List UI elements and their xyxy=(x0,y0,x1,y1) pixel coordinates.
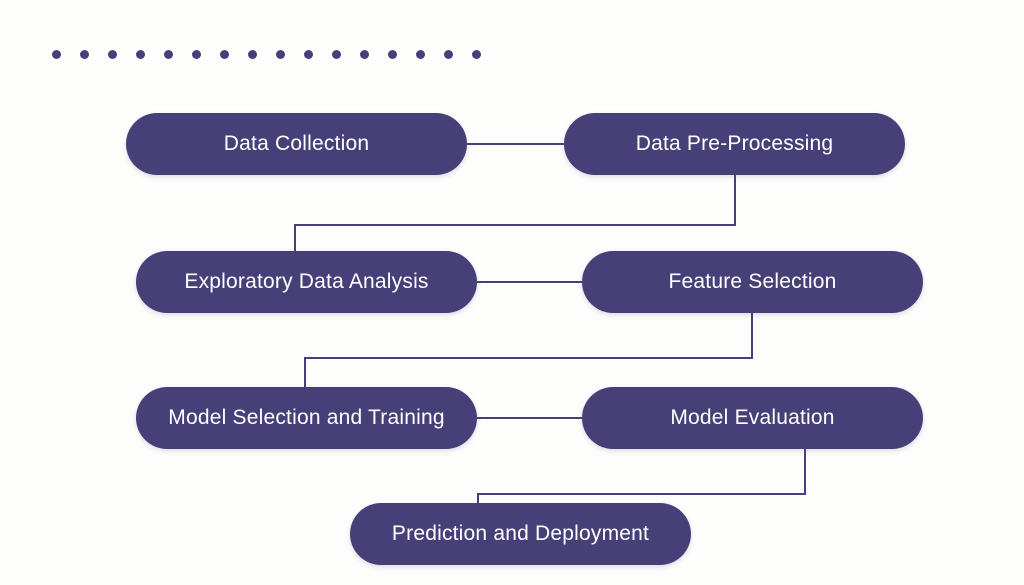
node-exploratory-data-analysis[interactable]: Exploratory Data Analysis xyxy=(136,251,477,313)
node-label-exploratory-data-analysis: Exploratory Data Analysis xyxy=(184,270,429,293)
decorative-dot xyxy=(164,49,173,59)
decorative-dot xyxy=(472,49,481,59)
decorative-dot xyxy=(248,49,257,59)
dot-row-decoration xyxy=(52,47,481,61)
decorative-dot xyxy=(192,49,201,59)
node-data-collection[interactable]: Data Collection xyxy=(126,113,467,175)
decorative-dot xyxy=(136,49,145,59)
node-label-prediction-deployment: Prediction and Deployment xyxy=(391,522,650,545)
node-model-evaluation[interactable]: Model Evaluation xyxy=(582,387,923,449)
connector-feature-selection-to-model-selection-training xyxy=(304,313,753,387)
decorative-dot xyxy=(52,49,61,59)
decorative-dot xyxy=(80,49,89,59)
decorative-dot xyxy=(276,49,285,59)
decorative-dot xyxy=(332,49,341,59)
node-label-model-selection-training: Model Selection and Training xyxy=(168,406,445,429)
decorative-dot xyxy=(108,49,117,59)
decorative-dot xyxy=(416,49,425,59)
node-data-pre-processing[interactable]: Data Pre-Processing xyxy=(564,113,905,175)
decorative-dot xyxy=(360,49,369,59)
decorative-dot xyxy=(388,49,397,59)
node-model-selection-training[interactable]: Model Selection and Training xyxy=(136,387,477,449)
node-prediction-deployment[interactable]: Prediction and Deployment xyxy=(350,503,691,565)
connector-model-evaluation-to-prediction-deployment xyxy=(477,449,806,503)
node-label-data-collection: Data Collection xyxy=(223,132,370,155)
decorative-dot xyxy=(444,49,453,59)
node-label-data-pre-processing: Data Pre-Processing xyxy=(635,132,834,155)
connector-data-pre-processing-to-exploratory-data-analysis xyxy=(294,175,736,251)
node-label-feature-selection: Feature Selection xyxy=(668,270,837,293)
decorative-dot xyxy=(220,49,229,59)
decorative-dot xyxy=(304,49,313,59)
node-feature-selection[interactable]: Feature Selection xyxy=(582,251,923,313)
node-label-model-evaluation: Model Evaluation xyxy=(670,406,835,429)
